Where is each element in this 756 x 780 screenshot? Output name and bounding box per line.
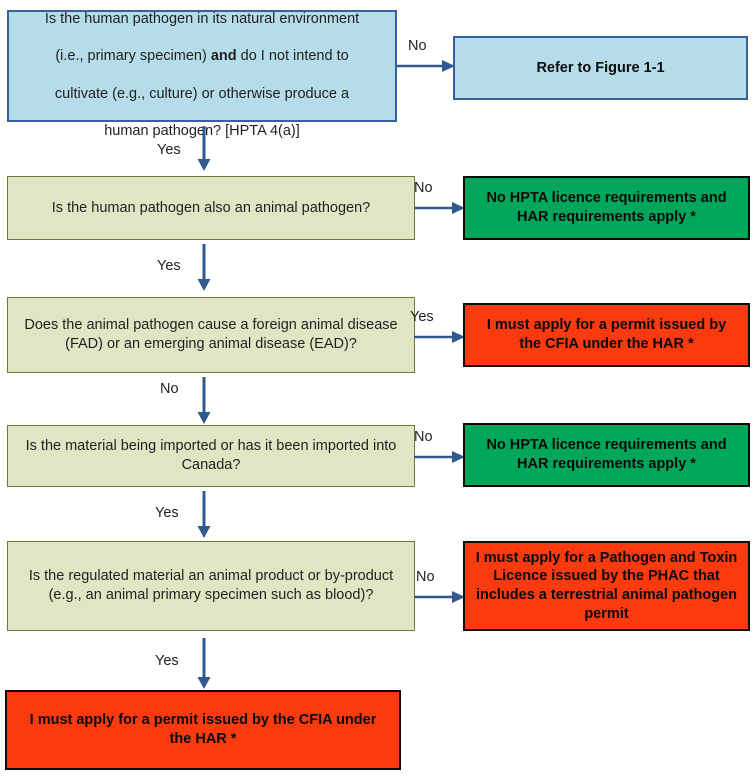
outcome-2-text: No HPTA licence requirements and HAR req… — [486, 190, 727, 225]
arrow-q3-yes — [414, 329, 466, 345]
arrow-q2-no — [414, 200, 466, 216]
question-1-line-4: human pathogen? [HPTA 4(a)] — [104, 122, 300, 139]
edge-label-q1-no: No — [408, 38, 427, 54]
arrow-q3-no — [196, 377, 212, 425]
arrow-q2-yes — [196, 244, 212, 292]
question-1-line-2c: do I not intend to — [236, 48, 349, 65]
edge-label-q3-no: No — [160, 381, 179, 397]
arrow-q5-yes — [196, 638, 212, 690]
outcome-box-cfia-permit-1: I must apply for a permit issued by the … — [463, 303, 750, 367]
edge-label-q4-yes: Yes — [155, 505, 179, 521]
outcome-box-phac-licence: I must apply for a Pathogen and Toxin Li… — [463, 541, 750, 631]
question-1-line-1: Is the human pathogen in its natural env… — [44, 11, 360, 28]
question-2-text: Is the human pathogen also an animal pat… — [51, 199, 371, 216]
arrow-q1-no — [396, 58, 456, 74]
question-3-text: Does the animal pathogen cause a foreign… — [24, 317, 398, 352]
arrow-q5-no — [414, 589, 466, 605]
edge-label-q2-yes: Yes — [157, 258, 181, 274]
outcome-box-no-hpta-2: No HPTA licence requirements and HAR req… — [463, 423, 750, 487]
edge-label-q5-no: No — [416, 569, 435, 585]
outcome-6-text: I must apply for a permit issued by the … — [29, 712, 377, 747]
question-5-text: Is the regulated material an animal prod… — [28, 568, 394, 603]
outcome-4-text: No HPTA licence requirements and HAR req… — [486, 437, 727, 472]
question-box-fad-ead: Does the animal pathogen cause a foreign… — [7, 297, 415, 373]
outcome-box-cfia-permit-final: I must apply for a permit issued by the … — [5, 690, 401, 770]
outcome-box-no-hpta-1: No HPTA licence requirements and HAR req… — [463, 176, 750, 240]
arrow-q4-yes — [196, 491, 212, 539]
edge-label-q3-yes: Yes — [410, 309, 434, 325]
edge-label-q5-yes: Yes — [155, 653, 179, 669]
question-1-line-2-bold: and — [210, 48, 237, 65]
edge-label-q4-no: No — [414, 429, 433, 445]
question-box-animal-product-byproduct: Is the regulated material an animal prod… — [7, 541, 415, 631]
question-box-also-animal-pathogen: Is the human pathogen also an animal pat… — [7, 176, 415, 240]
question-1-line-2a: (i.e., primary specimen) — [55, 48, 211, 65]
arrow-q4-no — [414, 449, 466, 465]
outcome-3-text: I must apply for a permit issued by the … — [486, 317, 727, 352]
outcome-box-refer-figure: Refer to Figure 1-1 — [453, 36, 748, 100]
edge-label-q1-yes: Yes — [157, 142, 181, 158]
question-1-line-3: cultivate (e.g., culture) or otherwise p… — [54, 85, 350, 102]
edge-label-q2-no: No — [414, 180, 433, 196]
outcome-5-text: I must apply for a Pathogen and Toxin Li… — [475, 549, 738, 622]
question-box-natural-environment: Is the human pathogen in its natural env… — [7, 10, 397, 139]
question-1-text: Is the human pathogen in its natural env… — [9, 0, 395, 140]
question-box-imported-into-canada: Is the material being imported or has it… — [7, 425, 415, 487]
outcome-1-text: Refer to Figure 1-1 — [536, 59, 665, 76]
question-4-text: Is the material being imported or has it… — [25, 438, 397, 473]
